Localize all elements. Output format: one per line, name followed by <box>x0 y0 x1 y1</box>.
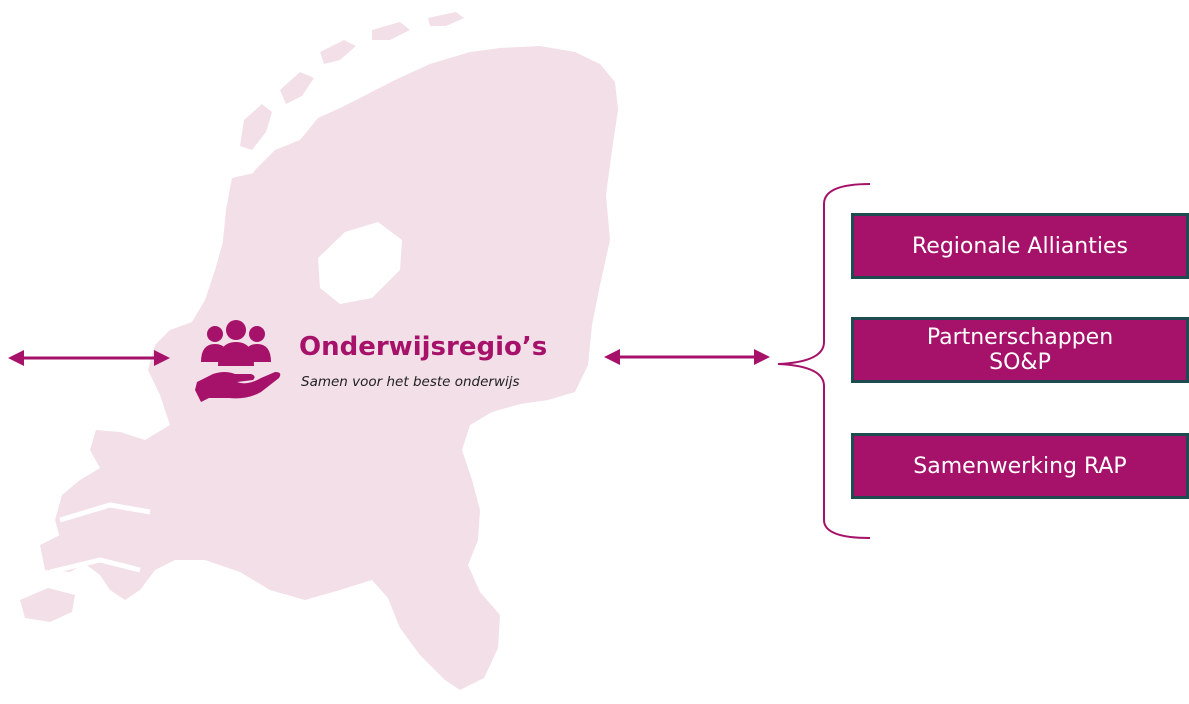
box-label-line1: Partnerschappen <box>926 325 1114 350</box>
box-label: Regionale Allianties <box>912 233 1128 259</box>
curly-brace-icon <box>777 183 871 539</box>
people-hand-logo-icon <box>195 320 281 402</box>
logo-title: Onderwijsregio’s <box>299 332 548 362</box>
box-samenwerking-rap: Samenwerking RAP <box>851 433 1189 499</box>
logo-tagline: Samen voor het beste onderwijs <box>301 374 520 390</box>
box-label: Samenwerking RAP <box>913 453 1127 479</box>
double-arrow-right <box>604 349 770 365</box>
double-arrow-left <box>8 350 170 366</box>
box-regionale-allianties: Regionale Allianties <box>851 213 1189 279</box>
onderwijsregios-logo: Onderwijsregio’s Samen voor het beste on… <box>195 318 585 408</box>
box-partnerschappen: Partnerschappen SO&P <box>851 317 1189 383</box>
box-label-line2: SO&P <box>989 350 1051 375</box>
